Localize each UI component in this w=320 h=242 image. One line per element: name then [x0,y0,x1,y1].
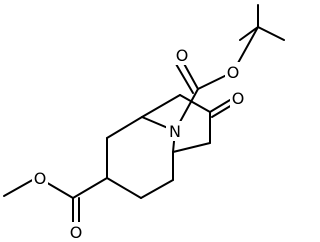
bond-bridge-a [141,94,181,118]
bond-ring-c [106,177,142,199]
ester-carbonyl-oxygen-label: O [70,223,83,242]
bond-ring-a [106,116,143,139]
bond-tbu-methyl-right [257,26,285,41]
bond-ketone-b [211,104,233,118]
bond-bridge-d [172,142,211,153]
methyl-ester-oxygen-label: O [34,169,47,188]
bond-ester-carbon-to-oxygen [43,180,74,199]
bond-ring-to-ester-carbon [72,177,108,199]
carbamate-carbonyl-oxygen-label: O [176,46,189,65]
bond-carbamate-co-b [175,63,194,94]
structure-diagram: N O O O O O [3,4,285,242]
bond-ring-d [140,179,174,199]
bond-ketone-a [209,99,231,113]
ketone-oxygen-label: O [232,89,245,108]
bond-oxygen-to-methyl [3,177,37,197]
carbamate-ester-oxygen-label: O [227,63,240,82]
bond-lines [3,4,285,225]
nitrogen-label: N [169,122,181,141]
atom-labels: N O O O O O [32,45,246,242]
bond-tbu-methyl-left [239,26,259,41]
bond-bridge-b [179,94,211,113]
